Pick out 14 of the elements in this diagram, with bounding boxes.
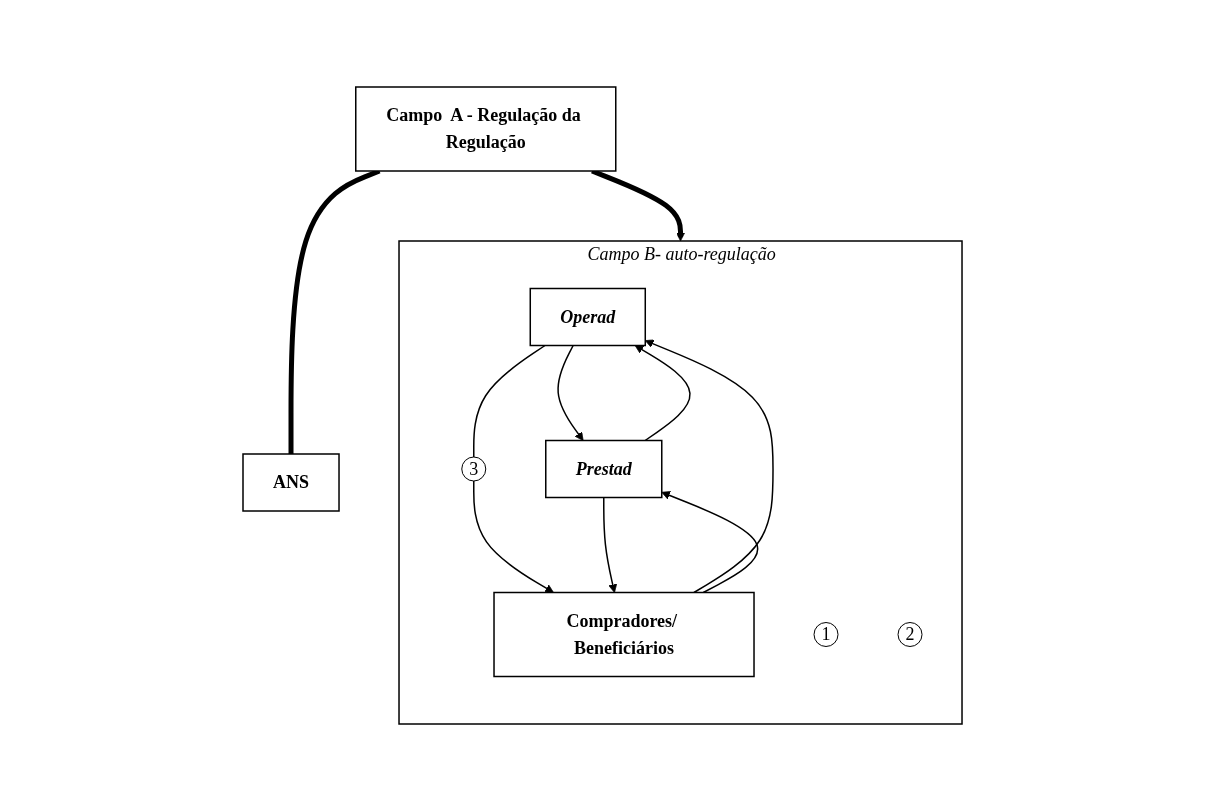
node-box: Compradores/ Beneficiários [493, 591, 756, 677]
arrow [473, 479, 555, 593]
node-circle: 1 [814, 621, 839, 647]
connector [473, 344, 547, 458]
arrow [635, 344, 692, 441]
arrow [645, 339, 775, 593]
node-box: Campo A - Regulação da Regulação [355, 85, 617, 172]
node-box: Prestad [545, 439, 663, 498]
node-circle: 2 [898, 621, 923, 647]
node-box: ANS [242, 452, 341, 512]
node-circle: 3 [461, 456, 487, 481]
node-box: Operad [530, 287, 647, 346]
arrow [603, 496, 618, 593]
arrow [557, 344, 584, 441]
